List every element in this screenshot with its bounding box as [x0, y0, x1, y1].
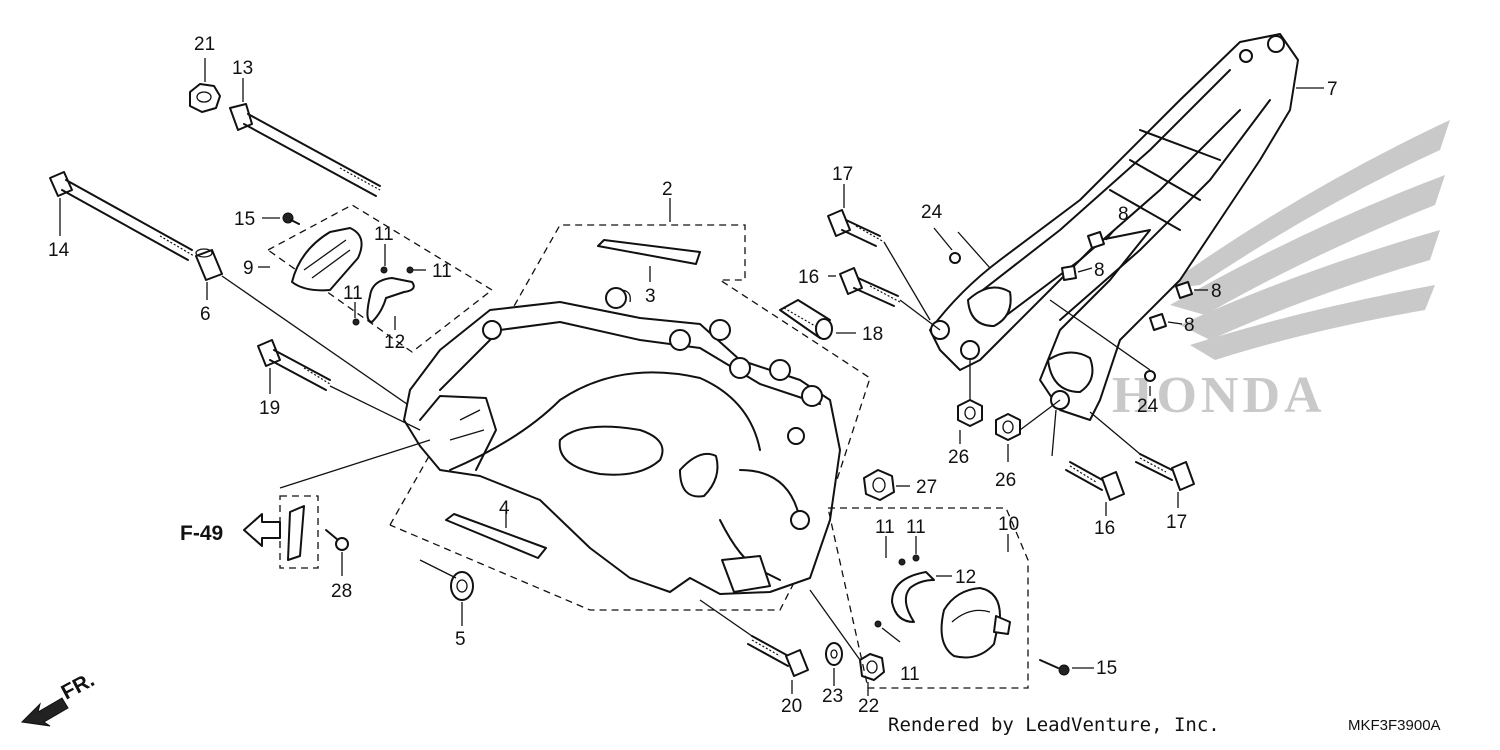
rear-subframe-7[interactable] [929, 33, 1299, 421]
cover-10[interactable] [940, 587, 1011, 659]
callout-28: 28 [331, 581, 352, 602]
callout-6: 6 [200, 304, 211, 325]
front-arrow-icon [20, 697, 69, 727]
bolt-24-upper[interactable] [949, 252, 961, 264]
callout-20: 20 [781, 696, 802, 717]
callout-8d: 8 [1184, 315, 1195, 336]
bolt-17-upper[interactable] [827, 209, 885, 247]
callout-24b: 24 [1137, 396, 1159, 417]
nut-22[interactable] [859, 653, 885, 681]
callout-27: 27 [916, 477, 937, 498]
callout-12a: 12 [384, 332, 405, 353]
callout-23: 23 [822, 686, 843, 707]
callout-21: 21 [194, 34, 215, 55]
bolt-16-lower[interactable] [1065, 461, 1125, 501]
clip-8-d[interactable] [1149, 313, 1167, 331]
callout-18: 18 [862, 324, 883, 345]
callout-11d: 11 [875, 517, 895, 538]
cover-bracket-9[interactable] [291, 227, 363, 292]
callout-15b: 15 [1096, 658, 1117, 679]
f49-label: F-49 [180, 522, 223, 545]
main-frame-2-outline [389, 224, 871, 611]
callout-8a: 8 [1118, 204, 1129, 225]
plate-3[interactable] [597, 239, 701, 265]
nut-26-right[interactable] [995, 413, 1021, 441]
callout-24a: 24 [921, 202, 943, 223]
clip-12-lower[interactable] [891, 571, 935, 623]
callout-3: 3 [645, 286, 656, 307]
bracket-28-outline [279, 495, 319, 569]
bolt-28[interactable] [325, 529, 349, 551]
front-direction-indicator: FR. [20, 668, 99, 727]
callout-8c: 8 [1211, 281, 1222, 302]
callout-11f: 11 [900, 664, 920, 685]
honda-wing-watermark: HONDA [1112, 120, 1450, 424]
front-direction-label: FR. [58, 668, 99, 704]
callout-4: 4 [499, 498, 510, 519]
callout-7: 7 [1327, 79, 1338, 100]
bracket-28[interactable] [287, 505, 305, 561]
bracket-10-outline [827, 507, 1029, 689]
callout-16b: 16 [1094, 518, 1115, 539]
callout-11b: 11 [432, 261, 452, 282]
callout-16a: 16 [798, 267, 819, 288]
callout-labels: 2 3 4 5 6 7 8 8 8 8 9 10 11 11 11 11 11 … [48, 34, 1338, 717]
bolt-15-lower[interactable] [1039, 659, 1070, 676]
callout-17b: 17 [1166, 512, 1187, 533]
bolt-17-lower[interactable] [1135, 453, 1195, 491]
callout-11c: 11 [343, 283, 363, 304]
f49-reference[interactable]: F-49 [180, 513, 281, 547]
callout-26b: 26 [995, 470, 1016, 491]
nut-26-left[interactable] [957, 399, 983, 427]
callout-19: 19 [259, 398, 280, 419]
callout-22: 22 [858, 696, 879, 717]
bolt-24-lower[interactable] [1144, 370, 1156, 382]
callout-11a: 11 [374, 224, 394, 245]
callout-13: 13 [232, 58, 253, 79]
bolt-20[interactable] [747, 635, 809, 677]
washer-23[interactable] [825, 642, 843, 666]
main-frame-2[interactable] [403, 287, 841, 595]
clip-8-b[interactable] [1061, 265, 1077, 281]
callout-12b: 12 [955, 567, 976, 588]
callout-17a: 17 [832, 164, 853, 185]
callout-10: 10 [998, 514, 1019, 535]
bolt-15-upper[interactable] [282, 212, 300, 225]
nut-27[interactable] [863, 469, 895, 501]
clip-12-upper[interactable] [366, 277, 415, 323]
callout-5: 5 [455, 629, 466, 650]
collar-6[interactable] [195, 248, 223, 281]
long-bolt-13[interactable] [229, 103, 381, 197]
f49-arrow-icon [243, 513, 281, 547]
clip-8-a[interactable] [1087, 231, 1105, 249]
nut-21[interactable] [189, 83, 221, 113]
callout-15a: 15 [234, 209, 255, 230]
bolt-16-upper[interactable] [839, 267, 901, 307]
bracket-9-outline [266, 204, 494, 353]
collar-18[interactable] [779, 299, 833, 340]
plate-4[interactable] [445, 513, 547, 559]
callout-26a: 26 [948, 447, 969, 468]
long-bolt-14[interactable] [49, 171, 195, 261]
diagram-code: MKF3F3900A [1348, 717, 1441, 734]
callout-14: 14 [48, 240, 70, 261]
bolt-19[interactable] [257, 339, 331, 391]
callout-11e: 11 [906, 517, 926, 538]
render-credit: Rendered by LeadVenture, Inc. [888, 714, 1220, 736]
callout-2: 2 [662, 179, 673, 200]
callout-9: 9 [243, 258, 254, 279]
washer-5[interactable] [450, 571, 474, 601]
clip-8-c[interactable] [1175, 281, 1193, 299]
callout-8b: 8 [1094, 260, 1105, 281]
